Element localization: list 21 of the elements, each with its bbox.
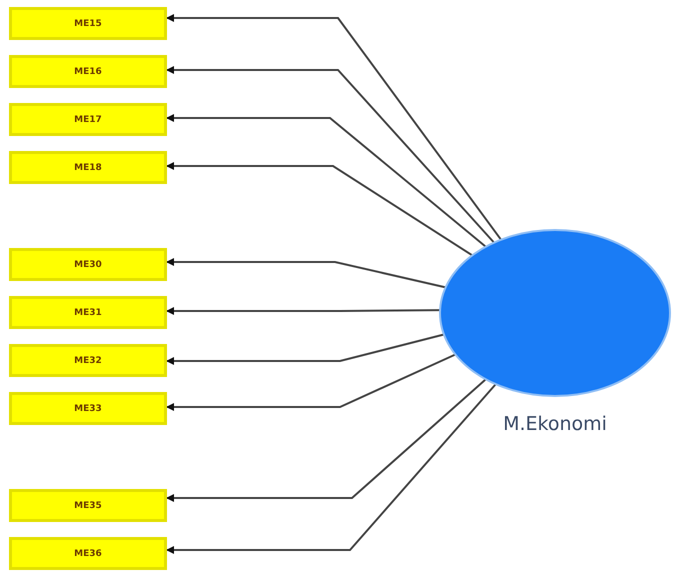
indicator-box: ME17 <box>9 103 167 136</box>
indicator-box: ME16 <box>9 55 167 88</box>
arrow <box>166 383 497 554</box>
variable-label: M.Ekonomi <box>502 413 608 435</box>
indicator-box: ME36 <box>9 537 167 570</box>
arrow <box>166 162 473 256</box>
arrow <box>166 14 502 240</box>
indicator-box: ME33 <box>9 392 167 425</box>
indicator-box: ME18 <box>9 151 167 184</box>
arrow <box>166 114 486 248</box>
arrow <box>166 258 446 288</box>
indicator-box: ME35 <box>9 489 167 522</box>
arrow <box>166 354 456 411</box>
indicator-box: ME15 <box>9 7 167 40</box>
indicator-box: ME32 <box>9 344 167 377</box>
arrow <box>166 307 440 315</box>
arrow <box>166 334 444 365</box>
indicator-box: ME30 <box>9 248 167 281</box>
arrow <box>166 378 486 502</box>
indicator-box: ME31 <box>9 296 167 329</box>
arrow <box>166 66 495 244</box>
